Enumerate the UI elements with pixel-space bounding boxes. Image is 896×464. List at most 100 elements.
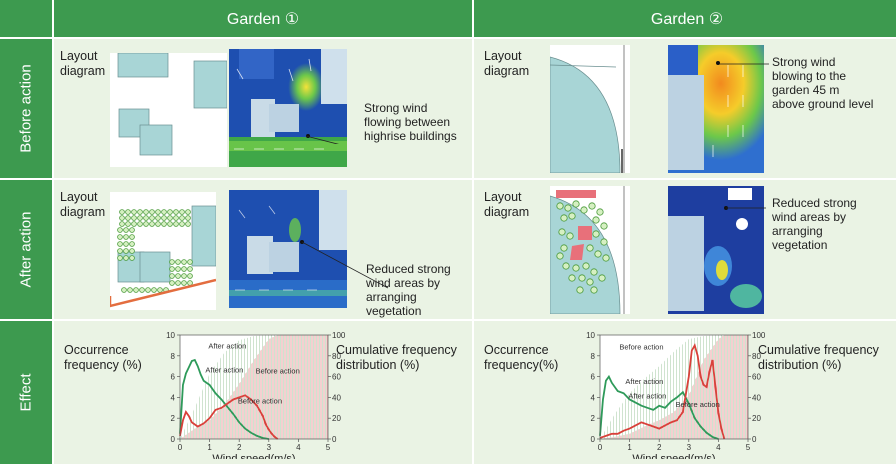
cell-g1-after: Layout diagram Reduced: [54, 180, 472, 319]
x-axis-label: Wind speed(m/s): [212, 453, 295, 459]
x-tick-label: 5: [326, 443, 331, 452]
layout-diagram-g1-before: [110, 53, 227, 167]
occurrence-label: Occurrence frequency(%): [484, 343, 558, 373]
y2-tick-label: 0: [752, 435, 757, 444]
caption-line: above ground level: [772, 97, 874, 111]
row-label-before: Before action: [17, 64, 35, 153]
row-header-effect: Effect: [0, 321, 52, 464]
caption-line: arranging: [772, 224, 823, 238]
x-tick-label: 4: [716, 443, 721, 452]
layout-label-line: Layout: [60, 49, 98, 63]
caption-g2-after: Reduced strong wind areas by arranging v…: [772, 196, 857, 252]
caption-line: Reduced strong: [366, 262, 451, 276]
x-tick-label: 4: [296, 443, 301, 452]
x-axis-label: Wind speed(m/s): [632, 453, 715, 459]
layout-label-line: Layout: [60, 190, 98, 204]
y-tick-label: 2: [171, 414, 176, 423]
y-tick-label: 0: [591, 435, 596, 444]
cum-label-line: distribution (%): [336, 358, 420, 372]
y-tick-label: 10: [166, 331, 175, 340]
caption-line: vegetation: [772, 238, 828, 252]
x-tick-label: 0: [178, 443, 183, 452]
caption-g2-before: Strong wind blowing to the garden 45 m a…: [772, 55, 873, 111]
occ-label-line: Occurrence: [64, 343, 129, 357]
series-after-frequency: [179, 358, 269, 440]
layout-diagram-g2-before: [550, 45, 630, 173]
caption-line: arranging: [366, 290, 417, 304]
annotation: After action: [625, 377, 663, 386]
layout-diagram-g2-after: [550, 186, 630, 314]
row-label-after: After action: [17, 211, 35, 288]
cell-g2-after: Layout diagram Reduced strong wind areas…: [474, 180, 896, 319]
layout-label-line: diagram: [60, 64, 106, 78]
caption-line: Reduced strong: [772, 196, 857, 210]
caption-line: wind areas by: [366, 276, 441, 290]
series-before-frequency: [599, 343, 726, 440]
wind-map-g1-after: [229, 190, 347, 308]
y2-tick-label: 80: [752, 352, 761, 361]
x-tick-label: 1: [207, 443, 212, 452]
y2-tick-label: 80: [332, 352, 341, 361]
y2-tick-label: 100: [332, 331, 346, 340]
cell-g1-before: Layout diagram: [54, 39, 472, 178]
occ-label-line: Occurrence: [484, 343, 549, 357]
layout-label: Layout diagram: [484, 190, 529, 220]
callout-line: [301, 241, 389, 289]
y-tick-label: 10: [586, 331, 595, 340]
callout-line: [305, 135, 340, 144]
occurrence-label: Occurrence frequency (%): [64, 343, 142, 373]
wind-map-g2-before: [668, 45, 764, 173]
x-tick-label: 0: [598, 443, 603, 452]
annotation: Before action: [619, 343, 663, 352]
callout-line: [719, 63, 769, 65]
row-header-before: Before action: [0, 39, 52, 178]
wind-map-g2-after: [668, 186, 764, 314]
layout-label-line: Layout: [484, 49, 522, 63]
y2-tick-label: 60: [332, 373, 341, 382]
y2-tick-label: 20: [752, 414, 761, 423]
x-tick-label: 3: [267, 443, 272, 452]
caption-g1-before: Strong wind flowing between highrise bui…: [364, 101, 457, 143]
caption-line: highrise buildings: [364, 129, 457, 143]
row-label-effect: Effect: [17, 373, 35, 412]
layout-label-line: diagram: [60, 205, 106, 219]
series-before-frequency: [179, 394, 279, 440]
caption-line: Strong wind: [364, 101, 428, 115]
corner-cell: [0, 0, 52, 37]
y-tick-label: 8: [171, 352, 176, 361]
y-tick-label: 2: [591, 414, 596, 423]
occ-label-line: frequency(%): [484, 358, 559, 372]
row-header-after: After action: [0, 180, 52, 319]
y2-tick-label: 60: [752, 373, 761, 382]
occ-label-line: frequency (%): [64, 358, 142, 372]
y-tick-label: 8: [591, 352, 596, 361]
cell-g2-before: Layout diagram Strong wind blowing to: [474, 39, 896, 178]
cumulative-label: Cumulative frequency distribution (%): [758, 343, 879, 373]
y2-tick-label: 20: [332, 414, 341, 423]
x-tick-label: 3: [687, 443, 692, 452]
cum-label-line: Cumulative frequency: [758, 343, 879, 357]
plot-frame: [179, 334, 329, 440]
layout-label: Layout diagram: [60, 190, 105, 220]
annotation: After action: [628, 391, 666, 400]
annotation: After action: [208, 342, 246, 351]
cum-label-line: distribution (%): [758, 358, 842, 372]
y-tick-label: 6: [171, 373, 176, 382]
caption-line: blowing to the: [772, 69, 847, 83]
layout-label: Layout diagram: [484, 49, 529, 79]
wind-map-g1-before: [229, 49, 347, 167]
caption-g1-after: Reduced strong wind areas by arranging v…: [366, 262, 451, 318]
caption-line: garden 45 m: [772, 83, 840, 97]
header-garden-2: Garden ②: [474, 0, 896, 37]
y2-tick-label: 40: [752, 393, 761, 402]
caption-line: flowing between: [364, 115, 451, 129]
layout-label-line: diagram: [484, 64, 530, 78]
plot-frame: [599, 334, 749, 440]
layout-label-line: Layout: [484, 190, 522, 204]
annotation: After action: [205, 365, 243, 374]
annotation: Before action: [238, 397, 282, 406]
